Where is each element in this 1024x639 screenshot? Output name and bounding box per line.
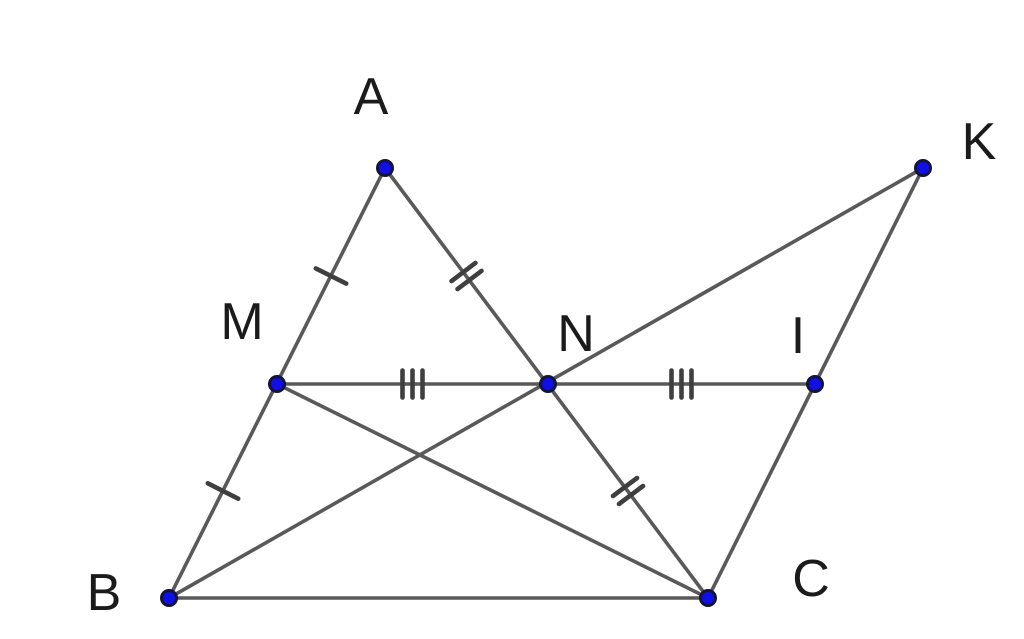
label-K: K: [962, 113, 997, 171]
point-N: [539, 375, 557, 393]
tick-MB-1: [205, 481, 241, 501]
label-M: M: [220, 293, 263, 351]
tick-NC-2: [616, 483, 646, 507]
label-N: N: [557, 305, 595, 363]
segment-MC: [275, 382, 710, 600]
point-K: [914, 159, 932, 177]
point-M: [268, 375, 286, 393]
label-I: I: [791, 307, 805, 365]
tick-AN-2: [455, 268, 484, 292]
tick-NC-1: [610, 475, 640, 499]
label-B: B: [87, 564, 122, 622]
label-C: C: [792, 550, 830, 608]
point-C: [699, 589, 717, 607]
point-I: [806, 375, 824, 393]
tick-AM-1: [313, 266, 349, 286]
tick-AN-1: [449, 260, 478, 284]
point-A: [376, 159, 394, 177]
point-B: [160, 589, 178, 607]
label-A: A: [354, 68, 389, 126]
